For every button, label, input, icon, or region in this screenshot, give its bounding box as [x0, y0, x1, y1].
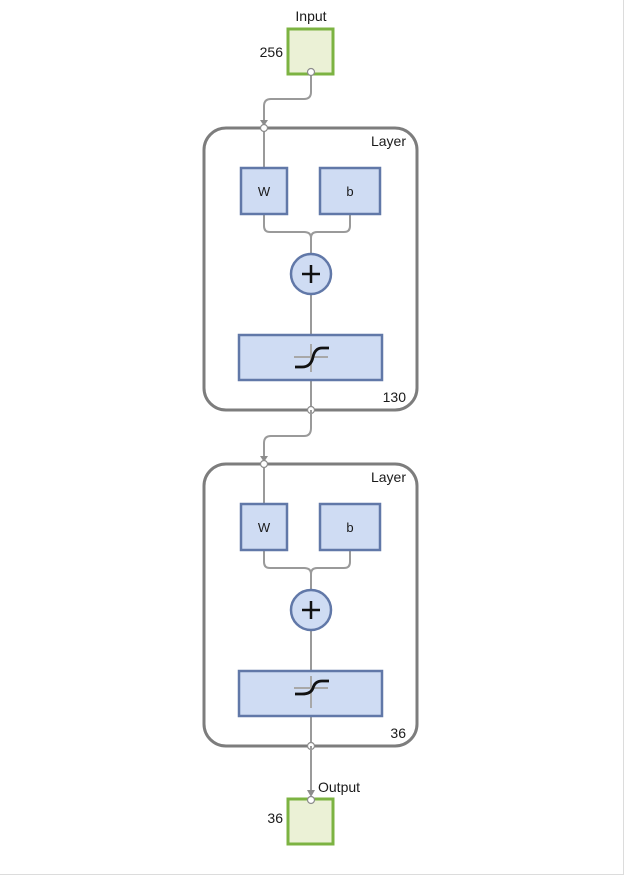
layer-1-bias-label: b: [346, 184, 353, 199]
wire-layer1-to-layer2: [263, 410, 312, 458]
output-label: Output: [318, 779, 360, 795]
output-size: 36: [267, 810, 283, 826]
layer-2-input-node: [259, 459, 269, 469]
wire-input-to-layer1: [263, 72, 312, 122]
tansig-icon: [294, 344, 329, 372]
layer-1-weight-block[interactable]: [239, 166, 289, 216]
output-input-node: [306, 795, 316, 805]
layer-2-weight-block[interactable]: [239, 502, 289, 552]
layer-2-transfer-block[interactable]: [237, 669, 384, 718]
input-block[interactable]: [286, 27, 335, 76]
layer-1-input-node: [259, 123, 269, 133]
output-block[interactable]: [286, 797, 335, 846]
arrow-input-to-layer1: [260, 120, 268, 126]
layer-1-bias-block[interactable]: [318, 166, 382, 216]
layer-1-title: Layer: [371, 133, 406, 149]
layer-2-size: 36: [390, 725, 406, 741]
layer-2-wire-b: [310, 550, 351, 575]
layer-1-weight-label: W: [258, 184, 271, 199]
layer-2-title: Layer: [371, 469, 406, 485]
layer-2-bias-label: b: [346, 520, 353, 535]
layer-1-wire-b: [310, 214, 351, 239]
layer-1-transfer-block[interactable]: [237, 333, 384, 382]
layer-1-size: 130: [383, 389, 407, 405]
layer-2-bias-block[interactable]: [318, 502, 382, 552]
layer-1[interactable]: Layer W b 130: [202, 126, 419, 412]
layer-2-sum-node[interactable]: [289, 588, 333, 632]
input-size: 256: [260, 44, 284, 60]
layer-2[interactable]: Layer W b 36: [202, 462, 419, 748]
layer-2-weight-label: W: [258, 520, 271, 535]
arrow-layer2-to-output: [307, 790, 315, 797]
input-output-node: [306, 67, 316, 77]
tansig-icon: [294, 676, 329, 708]
input-label: Input: [295, 8, 326, 24]
arrow-layer1-to-layer2: [260, 456, 268, 462]
layer-1-sum-node[interactable]: [289, 252, 333, 296]
